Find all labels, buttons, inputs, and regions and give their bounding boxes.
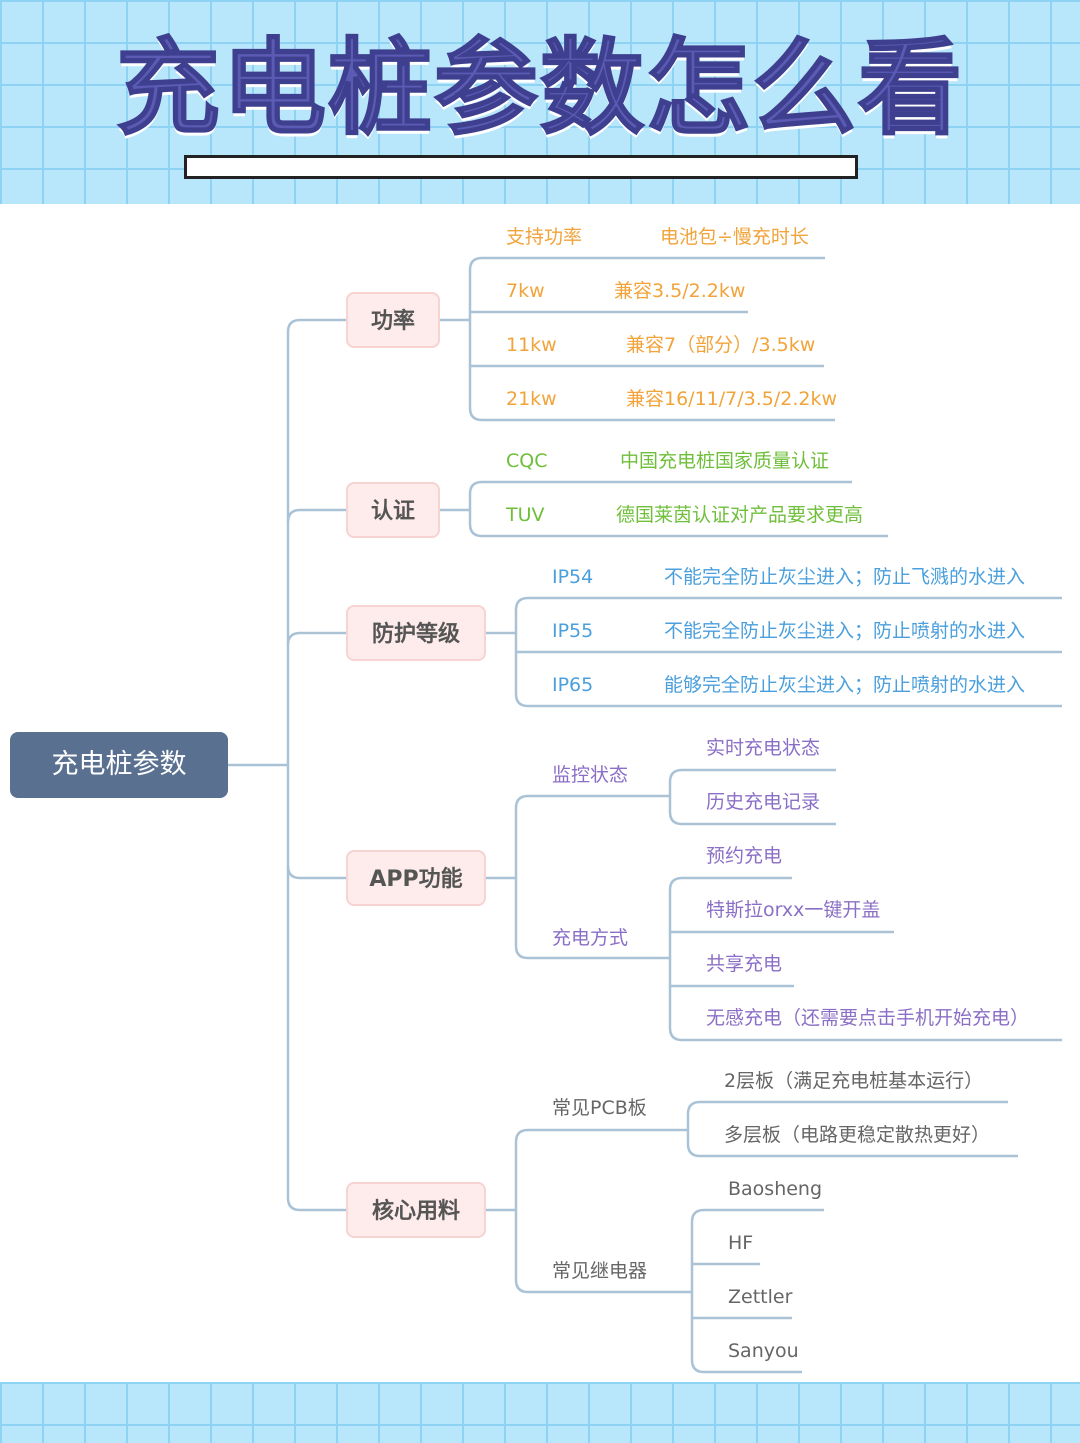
relay-brand-sanyou: Sanyou xyxy=(728,1340,799,1362)
connector-power-bracket xyxy=(440,256,483,422)
category-protection-level: 防护等级 xyxy=(346,605,486,661)
core-item-2-layer: 2层板（满足充电桩基本运行） xyxy=(724,1070,984,1092)
power-row-21kw-value: 兼容16/11/7/3.5/2.2kw xyxy=(626,388,838,410)
ip65-label: IP65 xyxy=(552,674,594,696)
power-row-7kw-label: 7kw xyxy=(506,280,545,302)
connector-trunk xyxy=(286,318,301,1212)
connector-to-protection xyxy=(286,631,346,646)
cert-tuv-value: 德国莱茵认证对产品要求更高 xyxy=(616,504,864,526)
connector-to-app xyxy=(286,865,346,880)
connector-relay-bracket xyxy=(690,1208,705,1374)
app-item-tesla-port: 特斯拉orxx一键开盖 xyxy=(706,899,881,921)
app-item-scheduled: 预约充电 xyxy=(706,845,783,867)
core-group-pcb: 常见PCB板 xyxy=(552,1097,647,1119)
category-certification: 认证 xyxy=(346,482,440,538)
app-item-history: 历史充电记录 xyxy=(706,791,821,813)
relay-brand-zettler: Zettler xyxy=(728,1286,793,1308)
relay-brand-hf: HF xyxy=(728,1232,754,1254)
app-group-charging-method: 充电方式 xyxy=(552,927,629,949)
power-header-left: 支持功率 xyxy=(506,226,583,248)
ip54-label: IP54 xyxy=(552,566,594,588)
app-item-realtime-status: 实时充电状态 xyxy=(706,737,821,759)
title-underline-bar xyxy=(184,155,858,179)
ip65-value: 能够完全防止灰尘进入；防止喷射的水进入 xyxy=(664,674,1026,696)
cert-tuv-label: TUV xyxy=(506,504,545,526)
connector-to-cert xyxy=(286,508,346,523)
cert-cqc-value: 中国充电桩国家质量认证 xyxy=(620,450,830,472)
cert-cqc-label: CQC xyxy=(506,450,548,472)
core-item-multi-layer: 多层板（电路更稳定散热更好） xyxy=(724,1124,991,1146)
app-group-monitoring: 监控状态 xyxy=(552,764,629,786)
power-row-11kw-value: 兼容7（部分）/3.5kw xyxy=(626,334,816,356)
connector-core-bracket xyxy=(486,1128,529,1294)
power-row-7kw-value: 兼容3.5/2.2kw xyxy=(614,280,746,302)
footer-grid-background xyxy=(0,1382,1080,1443)
core-group-relay: 常见继电器 xyxy=(552,1260,648,1282)
power-row-21kw-label: 21kw xyxy=(506,388,557,410)
power-header-right: 电池包÷慢充时长 xyxy=(660,226,809,248)
connector-monitor-bracket xyxy=(668,768,683,826)
ip54-value: 不能完全防止灰尘进入；防止飞溅的水进入 xyxy=(664,566,1026,588)
connector-app-bracket xyxy=(486,794,529,960)
app-item-shared: 共享充电 xyxy=(706,953,783,975)
app-item-plug-and-charge: 无感充电（还需要点击手机开始充电） xyxy=(706,1007,1030,1029)
category-core-materials: 核心用料 xyxy=(346,1182,486,1238)
root-node: 充电桩参数 xyxy=(10,732,228,798)
header-grid-background xyxy=(0,0,1080,204)
connector-charging-bracket xyxy=(668,876,683,1042)
category-power: 功率 xyxy=(346,292,440,348)
ip55-value: 不能完全防止灰尘进入；防止喷射的水进入 xyxy=(664,620,1026,642)
connector-pcb-bracket xyxy=(686,1100,701,1158)
connector-cert-bracket xyxy=(440,480,483,538)
power-row-11kw-label: 11kw xyxy=(506,334,557,356)
page-title: 充电桩参数怎么看 xyxy=(115,27,964,149)
ip55-label: IP55 xyxy=(552,620,594,642)
relay-brand-baosheng: Baosheng xyxy=(728,1178,823,1200)
category-app-function: APP功能 xyxy=(346,850,486,906)
